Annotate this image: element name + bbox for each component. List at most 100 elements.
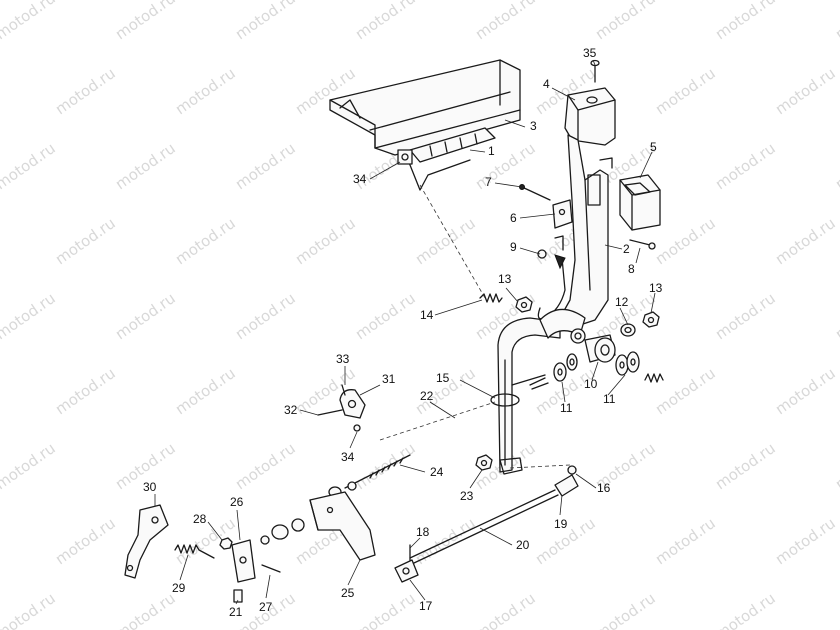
part-29-spring bbox=[174, 544, 215, 559]
watermark-text: motod.ru bbox=[712, 589, 779, 630]
watermark-text: motod.ru bbox=[0, 139, 59, 193]
watermark-text: motod.ru bbox=[0, 589, 59, 630]
callout-23: 23 bbox=[460, 489, 474, 503]
watermark-text: motod.ru bbox=[652, 64, 719, 118]
watermark-text: motod.ru bbox=[0, 289, 59, 343]
watermark-text: motod.ru bbox=[652, 514, 719, 568]
callout-34-lower: 34 bbox=[341, 450, 355, 464]
part-35-screw bbox=[590, 59, 600, 83]
part-13-nut-left bbox=[515, 296, 533, 313]
callout-21: 21 bbox=[229, 605, 243, 619]
watermark-text: motod.ru bbox=[472, 139, 539, 193]
part-34-clip-upper bbox=[397, 149, 413, 165]
watermark-text: motod.ru bbox=[832, 589, 840, 630]
callout-7: 7 bbox=[485, 175, 492, 189]
part-3-rail bbox=[329, 59, 521, 156]
watermark-text: motod.ru bbox=[112, 589, 179, 630]
watermark-text: motod.ru bbox=[772, 514, 839, 568]
callout-19: 19 bbox=[554, 517, 568, 531]
part-22-cable bbox=[379, 401, 496, 441]
watermark-text: motod.ru bbox=[652, 214, 719, 268]
part-30-lever bbox=[124, 504, 169, 579]
watermark-text: motod.ru bbox=[52, 214, 119, 268]
callout-11-left: 11 bbox=[560, 401, 573, 415]
callout-30: 30 bbox=[143, 480, 157, 494]
watermark-text: motod.ru bbox=[232, 139, 299, 193]
pivot-shaft bbox=[511, 374, 549, 390]
watermark-text: motod.ru bbox=[112, 289, 179, 343]
part-4-column-head bbox=[564, 87, 616, 146]
callout-33: 33 bbox=[336, 352, 350, 366]
callout-14: 14 bbox=[420, 308, 434, 322]
callout-16: 16 bbox=[597, 481, 611, 495]
callout-31: 31 bbox=[382, 372, 396, 386]
watermark-text: motod.ru bbox=[232, 289, 299, 343]
callout-22: 22 bbox=[420, 389, 434, 403]
right-coil bbox=[644, 373, 664, 383]
parts-drawing bbox=[124, 59, 664, 603]
watermark-text: motod.ru bbox=[712, 0, 779, 43]
part-8-screw bbox=[629, 239, 656, 250]
part-26-connector bbox=[231, 518, 305, 583]
watermark-text: motod.ru bbox=[652, 364, 719, 418]
part-15-clamp bbox=[490, 393, 520, 407]
watermark-text: motod.ru bbox=[172, 214, 239, 268]
callout-labels: 35 4 5 3 1 34 7 6 2 9 8 13 12 13 14 15 2… bbox=[143, 46, 663, 619]
watermark-text: motod.ru bbox=[52, 514, 119, 568]
part-20-rod bbox=[409, 464, 579, 564]
part-2-column bbox=[559, 134, 613, 326]
part-1-bracket bbox=[407, 127, 496, 191]
callout-32: 32 bbox=[284, 403, 298, 417]
watermark-text: motod.ru bbox=[52, 64, 119, 118]
watermark-text: motod.ru bbox=[772, 64, 839, 118]
callout-20: 20 bbox=[516, 538, 530, 552]
dashed-cable-path bbox=[419, 184, 486, 299]
watermark-text: motod.ru bbox=[772, 364, 839, 418]
callout-10: 10 bbox=[584, 377, 598, 391]
watermark-text: motod.ru bbox=[352, 289, 419, 343]
watermark-text: motod.ru bbox=[472, 0, 539, 43]
part-14-spring bbox=[479, 293, 503, 303]
part-16-end bbox=[567, 465, 577, 475]
watermark-text: motod.ru bbox=[352, 439, 419, 493]
callout-1: 1 bbox=[488, 144, 495, 158]
callout-6: 6 bbox=[510, 211, 517, 225]
callout-13-left: 13 bbox=[498, 272, 512, 286]
watermark-text: motod.ru bbox=[352, 0, 419, 43]
watermark-text: motod.ru bbox=[832, 139, 840, 193]
watermark-text: motod.ru bbox=[712, 439, 779, 493]
watermark-text: motod.ru bbox=[412, 214, 479, 268]
watermark-text: motod.ru bbox=[0, 439, 59, 493]
watermark-text: motod.ru bbox=[352, 589, 419, 630]
callout-17: 17 bbox=[419, 599, 433, 613]
callout-9: 9 bbox=[510, 240, 517, 254]
callout-2: 2 bbox=[623, 242, 630, 256]
callout-28: 28 bbox=[193, 512, 207, 526]
callout-15: 15 bbox=[436, 371, 450, 385]
watermark-text: motod.ru bbox=[592, 0, 659, 43]
callout-3: 3 bbox=[530, 119, 537, 133]
watermark-text: motod.ru bbox=[712, 289, 779, 343]
leader-lines bbox=[154, 59, 656, 605]
callout-27: 27 bbox=[259, 600, 273, 614]
watermark-text: motod.ru bbox=[772, 214, 839, 268]
part-31-bracket bbox=[317, 384, 366, 432]
watermark-text: motod.ru bbox=[832, 0, 840, 43]
part-5-box bbox=[619, 174, 661, 231]
part-10-bushing bbox=[584, 334, 616, 363]
callout-24: 24 bbox=[430, 465, 444, 479]
watermark-text: motod.ru bbox=[592, 589, 659, 630]
part-21-bolt bbox=[233, 589, 243, 603]
part-6-plate bbox=[552, 199, 573, 229]
watermark-text: motod.ru bbox=[832, 439, 840, 493]
part-13-nut-right bbox=[642, 311, 660, 328]
watermark-text: motod.ru bbox=[0, 0, 59, 43]
watermark-text: motod.ru bbox=[172, 64, 239, 118]
watermark-text: motod.ru bbox=[712, 139, 779, 193]
watermark-text: motod.ru bbox=[292, 214, 359, 268]
callout-26: 26 bbox=[230, 495, 244, 509]
callout-18: 18 bbox=[416, 525, 430, 539]
part-27-pin bbox=[261, 564, 281, 573]
watermark-text: motod.ru bbox=[52, 364, 119, 418]
